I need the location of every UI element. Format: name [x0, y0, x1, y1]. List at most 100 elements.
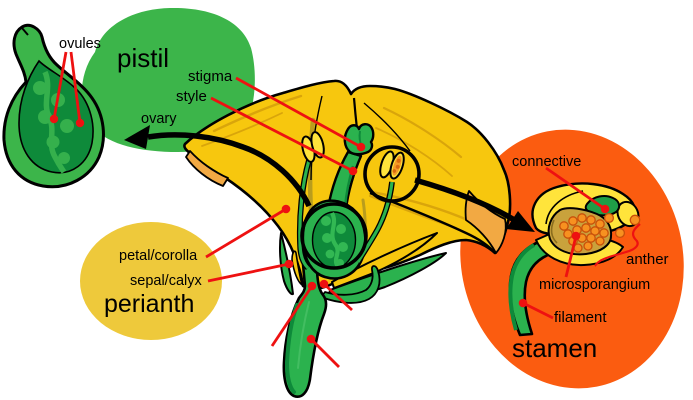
shape-2 [201, 112, 283, 147]
stamen-arrow-line [414, 177, 518, 224]
shape-3 [382, 106, 463, 159]
dot-2 [336, 224, 346, 234]
ovary-arrow-line [147, 132, 312, 208]
leader-stigma [235, 76, 366, 152]
dot-45 [571, 231, 581, 241]
dot-16 [559, 221, 569, 231]
dot-7 [396, 158, 401, 163]
left-sepal-yellow [291, 250, 303, 286]
detail-anther-upper-crease [545, 190, 584, 225]
labels: ovules pistil stigma style ovary petal/c… [59, 36, 669, 363]
dot-19 [586, 215, 596, 225]
dot-10 [33, 81, 47, 95]
dot-13 [60, 119, 74, 133]
dot-32 [583, 241, 593, 251]
dot-12 [38, 110, 52, 124]
line-10 [545, 166, 606, 211]
label-petal-corolla: petal/corolla [119, 248, 198, 264]
right-petal-underside [464, 190, 507, 254]
right-filament [356, 181, 394, 263]
line-1 [52, 51, 68, 120]
line-4 [210, 96, 354, 173]
label-style: style [176, 88, 207, 105]
label-stigma: stigma [188, 68, 233, 85]
left-filament [298, 159, 311, 270]
leader-microsporangium [564, 231, 581, 278]
dot-6 [336, 259, 344, 267]
label-ovules: ovules [59, 36, 101, 52]
leader-sepal [207, 259, 294, 283]
dot-5 [325, 249, 335, 259]
dot-33 [629, 214, 641, 226]
line-12 [522, 301, 554, 320]
dot-34 [614, 227, 626, 239]
shape-12 [363, 102, 411, 152]
dot-8 [395, 164, 400, 169]
right-anther [379, 150, 405, 180]
dot-36 [75, 118, 85, 128]
stamen-arrow-head [506, 211, 535, 232]
dot-39 [281, 204, 291, 214]
right-sepal-curl [320, 265, 381, 304]
line-8 [323, 282, 353, 312]
dot-26 [599, 228, 609, 238]
stem [282, 262, 328, 398]
anther-highlight-circle [363, 145, 421, 203]
shape-16 [330, 211, 340, 269]
label-stamen: stamen [512, 333, 597, 363]
ovary-detail-neck-notch [21, 27, 29, 36]
shape-1 [212, 94, 303, 133]
label-microsporangium: microsporangium [539, 277, 650, 293]
dot-20 [595, 219, 605, 229]
stamen-detail [508, 182, 641, 337]
dot-29 [586, 233, 596, 243]
label-filament: filament [554, 309, 607, 326]
leader-lines [49, 51, 641, 368]
flower-ovary-placenta [321, 211, 348, 269]
line-3 [235, 76, 362, 149]
dot-31 [573, 243, 583, 253]
line-6 [207, 262, 290, 283]
line-5 [205, 207, 287, 259]
dot-9 [392, 169, 397, 173]
dot-40 [284, 259, 294, 269]
label-connective: connective [512, 154, 581, 170]
line-2 [69, 51, 82, 124]
dot-17 [568, 216, 578, 226]
dot-18 [577, 213, 587, 223]
dot-21 [603, 212, 615, 224]
ovary-highlight-circle [300, 202, 368, 270]
line-7 [270, 285, 314, 347]
right-stamen [355, 150, 405, 264]
pistil-in-flower [301, 123, 375, 280]
label-anther: anther [626, 251, 669, 268]
leader-receptacle-right [319, 279, 353, 312]
dot-38 [348, 166, 358, 176]
leader-style [210, 96, 358, 176]
ovary-arrow-head [124, 125, 150, 149]
dot-44 [600, 204, 610, 214]
leader-pedicel [306, 334, 340, 368]
label-sepal-calyx: sepal/calyx [130, 273, 202, 289]
leader-ovules [49, 51, 85, 128]
left-petal-underside [185, 150, 229, 187]
shape-5 [370, 190, 472, 223]
dot-15 [58, 152, 70, 164]
dot-14 [46, 135, 60, 149]
label-ovary: ovary [141, 111, 177, 127]
stem-highlight [297, 301, 310, 369]
label-pistil: pistil [117, 43, 169, 73]
dot-4 [338, 242, 348, 252]
dot-35 [49, 114, 59, 124]
leader-petal [205, 204, 291, 259]
stem-shading [284, 303, 299, 394]
leader-filament [518, 298, 554, 320]
highlight-circles [300, 145, 421, 270]
line-11 [564, 235, 578, 278]
dot-41 [307, 281, 317, 291]
detail-theca-rim [550, 219, 558, 244]
dot-42 [319, 279, 329, 289]
dot-1 [321, 216, 331, 226]
dot-37 [356, 142, 366, 152]
